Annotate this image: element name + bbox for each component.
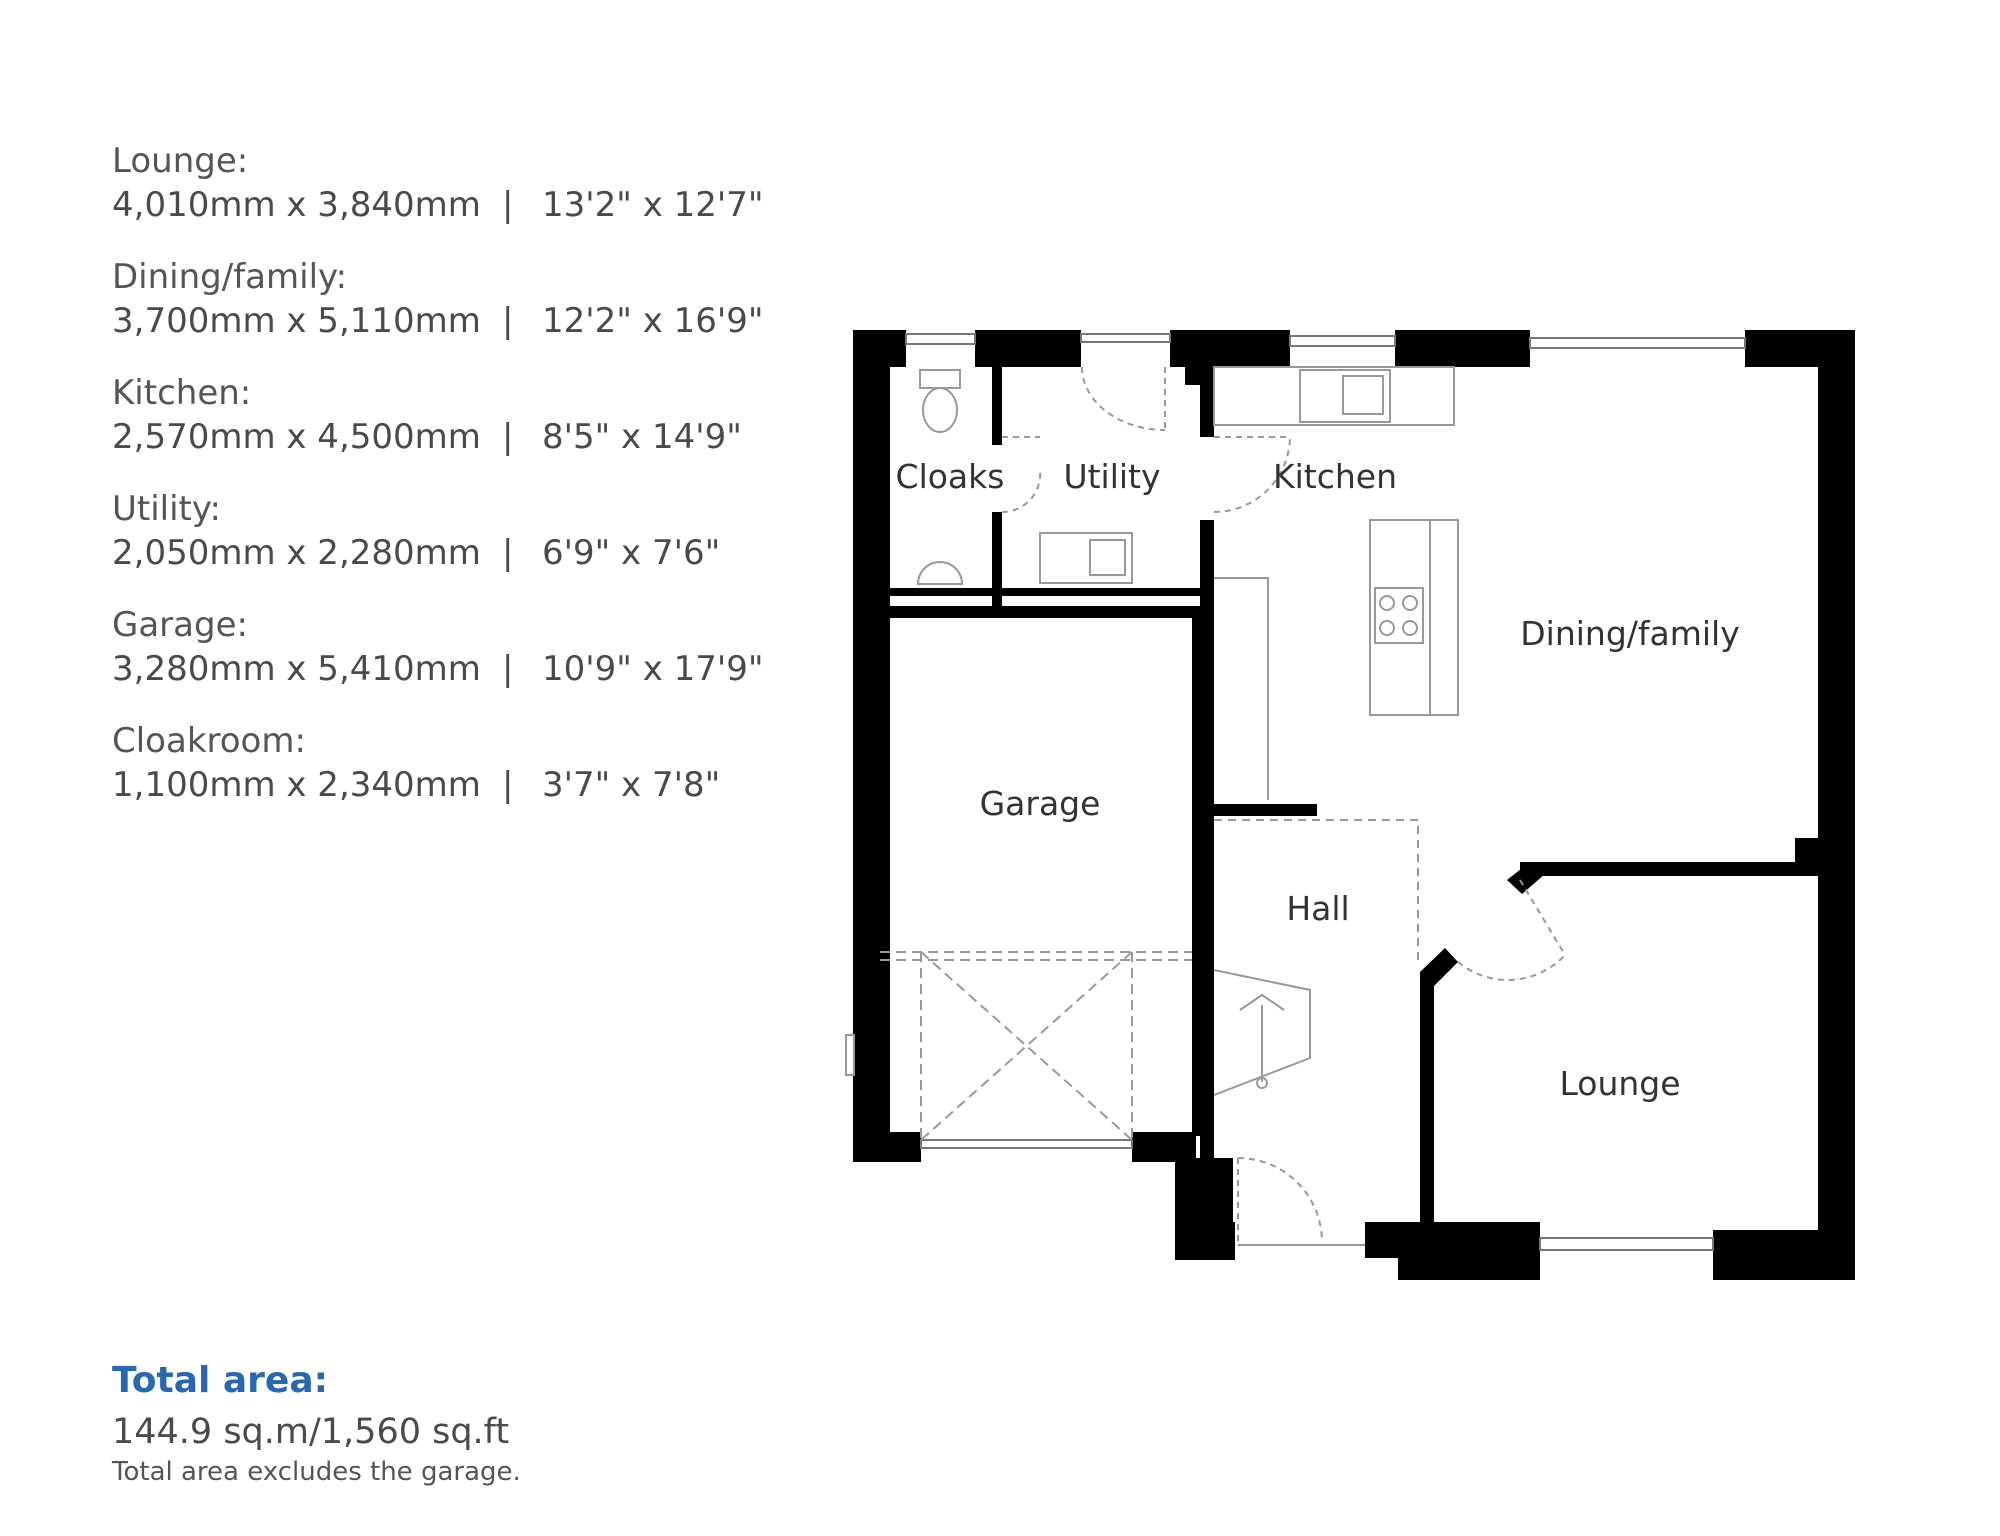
spec-dimensions: 3,280mm x 5,410mm | 10'9" x 17'9" [112,646,812,692]
spec-imperial: 10'9" x 17'9" [542,649,764,689]
room-label-lounge: Lounge [1559,1064,1680,1103]
spec-garage: Garage: 3,280mm x 5,410mm | 10'9" x 17'9" [112,604,812,692]
spec-utility: Utility: 2,050mm x 2,280mm | 6'9" x 7'6" [112,488,812,576]
spec-separator: | [502,765,514,805]
spec-dimensions: 2,050mm x 2,280mm | 6'9" x 7'6" [112,530,812,576]
spec-metric: 2,570mm x 4,500mm [112,417,481,457]
spec-name: Dining/family: [112,257,348,297]
spec-kitchen: Kitchen: 2,570mm x 4,500mm | 8'5" x 14'9" [112,372,812,460]
spec-dimensions: 3,700mm x 5,110mm | 12'2" x 16'9" [112,298,812,344]
total-area: Total area: 144.9 sq.m/1,560 sq.ft Total… [112,1358,521,1488]
spec-separator: | [502,301,514,341]
spec-name: Cloakroom: [112,721,306,761]
spec-separator: | [502,533,514,573]
fixtures [845,366,1566,1246]
total-area-label: Total area: [112,1360,329,1401]
spec-imperial: 12'2" x 16'9" [542,301,764,341]
room-label-utility: Utility [1063,457,1160,496]
spec-dimensions: 2,570mm x 4,500mm | 8'5" x 14'9" [112,414,812,460]
total-area-note: Total area excludes the garage. [112,1457,521,1487]
spec-imperial: 13'2" x 12'7" [542,185,764,225]
spec-metric: 3,280mm x 5,410mm [112,649,481,689]
spec-metric: 2,050mm x 2,280mm [112,533,481,573]
spec-metric: 1,100mm x 2,340mm [112,765,481,805]
walls [853,330,1855,1280]
spec-metric: 4,010mm x 3,840mm [112,185,481,225]
spec-dimensions: 1,100mm x 2,340mm | 3'7" x 7'8" [112,762,812,808]
room-label-hall: Hall [1286,889,1349,928]
total-area-value: 144.9 sq.m/1,560 sq.ft [112,1412,510,1452]
spec-dimensions: 4,010mm x 3,840mm | 13'2" x 12'7" [112,182,812,228]
spec-cloakroom: Cloakroom: 1,100mm x 2,340mm | 3'7" x 7'8" [112,720,812,808]
spec-separator: | [502,649,514,689]
spec-imperial: 6'9" x 7'6" [542,533,721,573]
spec-name: Lounge: [112,141,249,181]
spec-name: Utility: [112,489,221,529]
spec-dining-family: Dining/family: 3,700mm x 5,110mm | 12'2" x… [112,256,812,344]
room-spec-list: Lounge: 4,010mm x 3,840mm|13'2" x 12'7" … [112,140,812,836]
windows [905,333,1746,1251]
room-label-kitchen: Kitchen [1273,457,1397,496]
room-label-dining-family: Dining/family [1520,614,1740,653]
room-label-garage: Garage [980,784,1101,823]
spec-lounge: Lounge: 4,010mm x 3,840mm | 13'2" x 12'7" [112,140,812,228]
spec-metric: 3,700mm x 5,110mm [112,301,481,341]
spec-imperial: 8'5" x 14'9" [542,417,742,457]
room-label-cloaks: Cloaks [896,457,1005,496]
spec-separator: | [502,417,514,457]
spec-name: Garage: [112,605,248,645]
spec-imperial: 3'7" x 7'8" [542,765,721,805]
spec-name: Kitchen: [112,373,252,413]
spec-separator: | [502,185,514,225]
